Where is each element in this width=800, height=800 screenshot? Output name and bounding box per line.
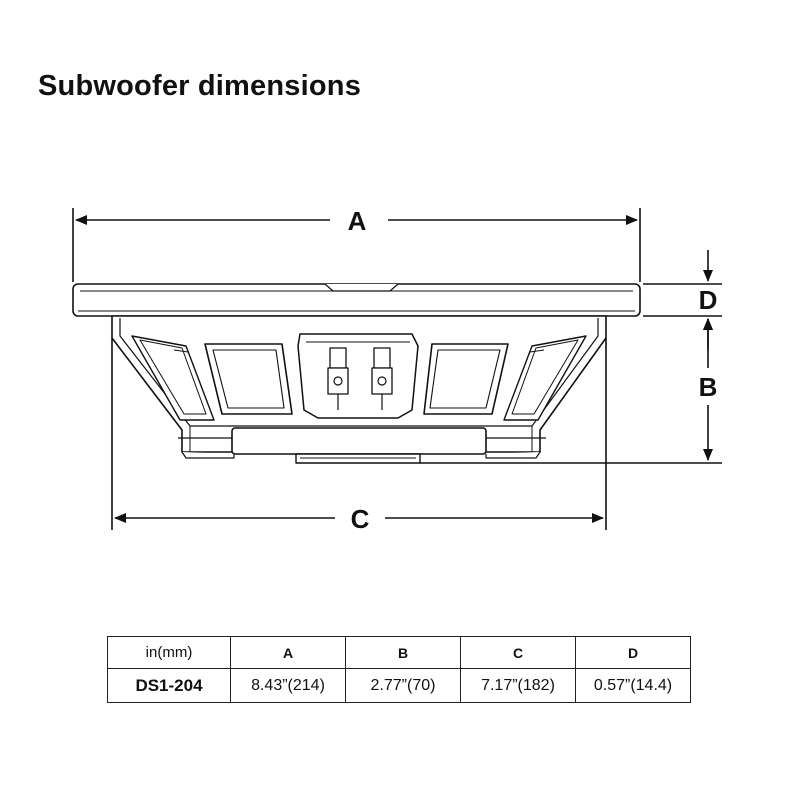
table-header-row: in(mm) A B C D [107, 636, 691, 669]
header-a: A [230, 636, 346, 669]
dimension-b [420, 318, 722, 464]
dimension-a [72, 208, 641, 282]
dimension-d-label: D [699, 285, 718, 315]
dimension-a-label: A [348, 206, 367, 236]
header-b: B [345, 636, 461, 669]
value-b: 2.77”(70) [345, 668, 461, 703]
dimensions-table: in(mm) A B C D DS1-204 8.43”(214) 2.77”(… [107, 636, 691, 703]
page-title: Subwoofer dimensions [38, 70, 362, 102]
value-c: 7.17”(182) [460, 668, 576, 703]
model-cell: DS1-204 [107, 668, 231, 703]
header-d: D [575, 636, 691, 669]
subwoofer-outline [72, 283, 641, 464]
dimension-c-label: C [351, 504, 370, 534]
value-d: 0.57”(14.4) [575, 668, 691, 703]
dimension-b-label: B [699, 372, 718, 402]
dimension-c [111, 338, 607, 530]
table-row: DS1-204 8.43”(214) 2.77”(70) 7.17”(182) … [107, 668, 691, 703]
unit-header: in(mm) [107, 636, 231, 669]
header-c: C [460, 636, 576, 669]
value-a: 8.43”(214) [230, 668, 346, 703]
